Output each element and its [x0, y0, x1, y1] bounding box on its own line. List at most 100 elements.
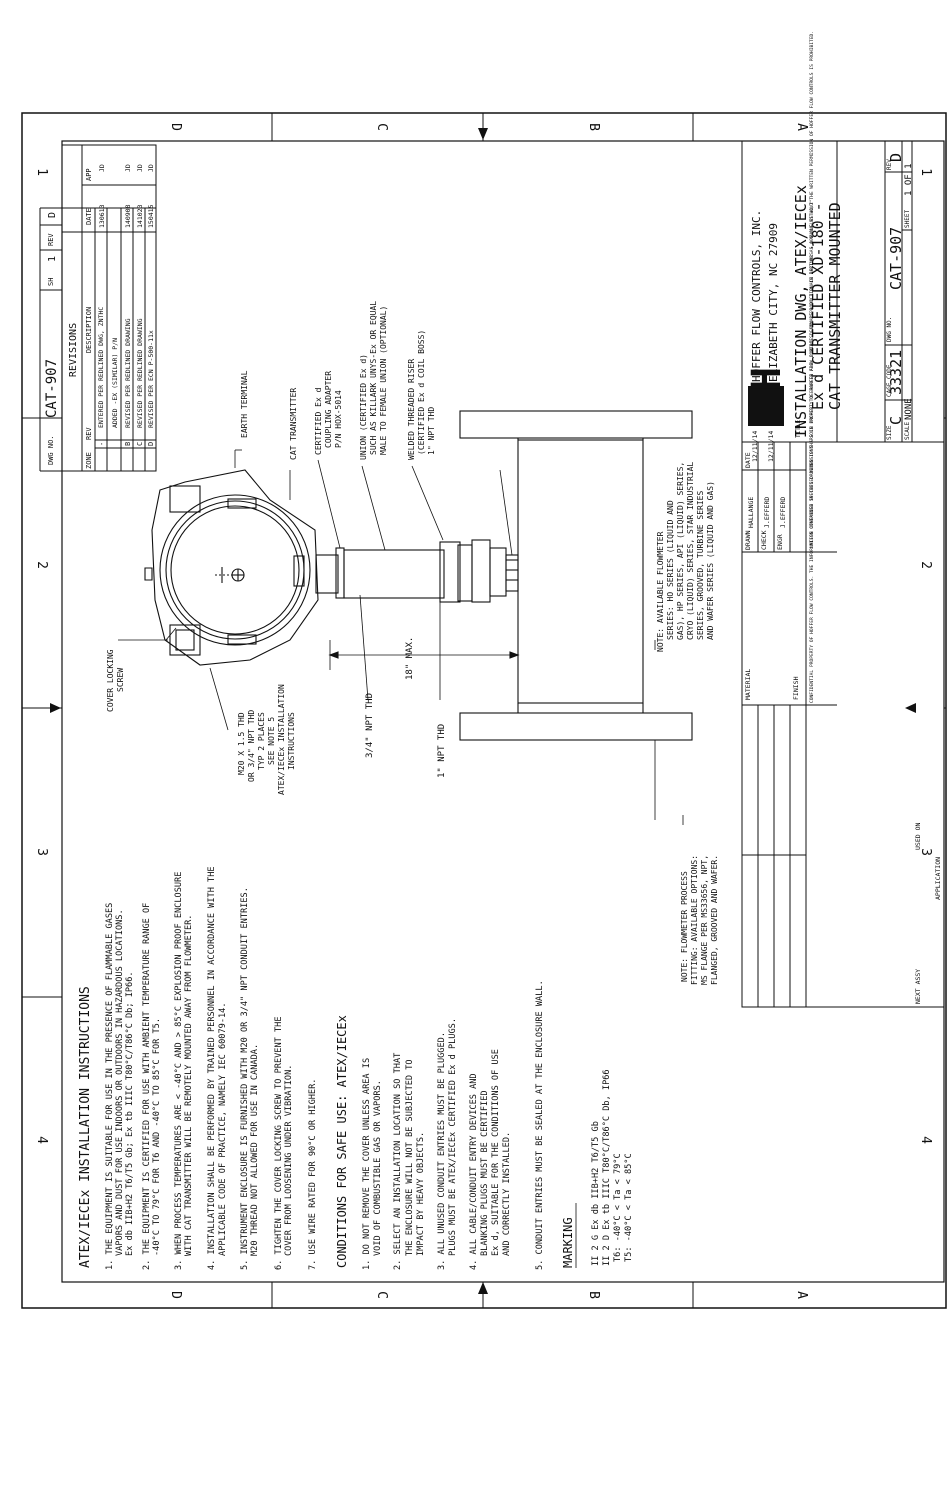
callout-conduit: TYP 2 PLACES [257, 712, 266, 770]
instruction-line: Ex db IIB+H2 T6/T5 Gb; Ex tb IIIC T80°C/… [125, 971, 135, 1256]
condition-line: AND CORRECTLY INSTALLED. [502, 1132, 512, 1256]
conduit-boss [169, 624, 201, 656]
company-logo: H [744, 367, 790, 426]
callout-process-fitting: MS FLANGE PER MS33656, NPT, [700, 855, 709, 985]
center-arrow-right [905, 703, 916, 713]
zone-number: 3 [918, 848, 933, 856]
callout-conduit: ATEX/IECEx INSTALLATION [277, 684, 286, 795]
svg-text:JD: JD [147, 164, 155, 172]
col-app: APP [85, 168, 93, 181]
assembly-drawing [118, 410, 693, 820]
condition-line: 4. ALL CABLE/CONDUIT ENTRY DEVICES AND [469, 1073, 479, 1270]
dwgno-label: DWG NO. [886, 317, 893, 342]
instruction-line: 5. INSTRUMENT ENCLOSURE IS FURNISHED WIT… [240, 887, 250, 1270]
callout-flowmeter: GAS), HP SERIES, API (LIQUID) SERIES, [676, 462, 685, 640]
callout-npt-34: 3/4" NPT THD [365, 693, 375, 758]
callout-process-fitting: FLANGED, GROOVED AND WAFER. [710, 855, 719, 985]
revision-row: D REVISED PER ECN P-500-11x 150415 JD [147, 164, 155, 446]
callout-adapter: COUPLING ADAPTER [324, 371, 333, 448]
revision-row: B REVISED PER REDLINED DRAWING 140908 JD [124, 164, 132, 446]
svg-text:REVISED PER REDLINED DRAWING: REVISED PER REDLINED DRAWING [136, 318, 144, 428]
instruction-line: APPLICABLE CODE OF PRACTICE, NAMELY IEC … [218, 1002, 228, 1256]
marking-line: II 2 D Ex tb IIIC T80°C/T86°C Db, IP66 [602, 1069, 612, 1266]
date-value: 12/11/14 [767, 431, 775, 462]
callout-cat-transmitter: CAT TRANSMITTER [289, 388, 298, 460]
zone-number: 2 [34, 561, 49, 569]
revisions-title: REVISIONS [68, 323, 79, 377]
callout-flowmeter: SERIES, GROOVED, TURBINE SERIES [696, 491, 705, 640]
size-label: SIZE [886, 425, 893, 440]
instructions-title: ATEX/IECEx INSTALLATION INSTRUCTIONS [78, 986, 93, 1268]
zone-letter: B [586, 1291, 601, 1299]
center-arrow-bottom [478, 1282, 488, 1294]
conduit-boss [169, 485, 201, 513]
svg-text:C: C [136, 442, 144, 446]
svg-text:B: B [124, 442, 132, 446]
callout-union: SUCH AS KILLARK UNYS-Ex OR EQUAL [369, 301, 378, 455]
callout-riser: WELDED THREADED RISER [407, 359, 416, 460]
scale-label: SCALE [904, 422, 911, 440]
condition-line: 1. DO NOT REMOVE THE COVER UNLESS AREA I… [362, 1058, 372, 1270]
date-label: DATE [744, 452, 752, 468]
instruction-line: COVER FROM LOOSENING UNDER VIBRATION. [284, 1065, 294, 1256]
confidential-note-text: CONFIDENTIAL PROPERTY OF HOFFER FLOW CON… [809, 31, 815, 703]
svg-text:ENTERED PER REDLINED DWG, ZNTH: ENTERED PER REDLINED DWG, ZNTHC [97, 307, 105, 428]
instruction-list: 1. THE EQUIPMENT IS SUITABLE FOR USE IN … [105, 866, 318, 1270]
drawing-title: INSTALLATION DWG, ATEX/IECEx [792, 185, 810, 438]
callout-process-fitting: NOTE: FLOWMETER PROCESS [680, 871, 689, 982]
callout-adapter: P/N HOX-5014 [334, 390, 343, 448]
svg-text:JD: JD [98, 164, 106, 172]
enclosure-cover [159, 494, 311, 646]
zone-letter: D [168, 123, 183, 131]
title-block [741, 140, 945, 1008]
instruction-line: 1. THE EQUIPMENT IS SUITABLE FOR USE IN … [105, 903, 115, 1270]
condition-line: 3. ALL UNUSED CONDUIT ENTRIES MUST BE PL… [437, 1032, 447, 1270]
svg-text:130613: 130613 [98, 204, 106, 228]
drawing-title: CAT TRANSMITTER MOUNTED [826, 202, 844, 410]
col-date: DATE [85, 208, 93, 225]
revision-row: - ENTERED PER REDLINED DWG, ZNTHC 130613… [97, 164, 106, 446]
rev-rev: D [47, 212, 58, 218]
zone-letter: A [794, 1291, 809, 1299]
coupling-adapter [315, 554, 339, 594]
drawn-by: HALLANGE [747, 497, 755, 528]
instruction-line: WITH CAT TRANSMITTER WILL BE REMOTELY MO… [184, 915, 194, 1256]
dimension-18-max: 18" MAX. [405, 637, 415, 680]
zone-number: 1 [918, 168, 933, 176]
zone-letter: A [794, 123, 809, 131]
instruction-line: 6. TIGHTEN THE COVER LOCKING SCREW TO PR… [274, 1016, 284, 1270]
instruction-line: M20 THREAD NOT ALLOWED FOR USE IN CANADA… [250, 1044, 260, 1256]
conditions-title: CONDITIONS FOR SAFE USE: ATEX/IECEx [335, 1015, 349, 1268]
rev-value: D [887, 153, 905, 162]
svg-text:REVISED PER ECN P-500-11x: REVISED PER ECN P-500-11x [147, 330, 155, 428]
company-name: HOFFER FLOW CONTROLS, INC. [750, 210, 763, 382]
zone-number: 1 [34, 168, 49, 176]
callout-adapter: CERTIFIED Ex d [314, 387, 323, 455]
svg-text:150415: 150415 [147, 204, 155, 228]
scale-value: NONE [904, 398, 914, 420]
callout-conduit: SEE NOTE 5 [267, 717, 276, 765]
date-value: 12/11/14 [751, 431, 759, 462]
zone-letter: C [374, 1291, 389, 1299]
sheet-label: SHEET [904, 210, 911, 228]
size-value: C [887, 416, 905, 425]
union-nut [439, 541, 461, 603]
engineer: J.EFFERD [779, 497, 787, 528]
flowmeter-body [517, 439, 644, 704]
callout-union: UNION (CERTIFIED Ex d) [359, 354, 368, 460]
rev-dwgno-label: DWG NO. [47, 435, 55, 465]
condition-line: 5. CONDUIT ENTRIES MUST BE SEALED AT THE… [535, 980, 545, 1270]
zone-number: 4 [34, 1136, 49, 1144]
tolerance-note-text: UNLESS OTHERWISE SPECIFIED DIMENSIONS AR… [809, 199, 815, 548]
revision-row-line2: ADDED -EX (SIMILAR) P/N [111, 338, 119, 428]
marking-title: MARKING [561, 1217, 575, 1268]
flowmeter-flange-top [459, 410, 693, 439]
zone-letter: C [374, 123, 389, 131]
instruction-line: 2. THE EQUIPMENT IS CERTIFIED FOR USE WI… [142, 903, 152, 1270]
instruction-line: 4. INSTALLATION SHALL BE PERFORMED BY TR… [207, 866, 217, 1270]
checked-by: J.EFFERD [763, 497, 771, 528]
condition-line: THE ENCLOSURE WILL NOT BE SUBJECTED TO [405, 1059, 415, 1256]
callout-cover-screw: SCREW [116, 668, 125, 692]
callout-conduit: INSTRUCTIONS [287, 712, 296, 770]
